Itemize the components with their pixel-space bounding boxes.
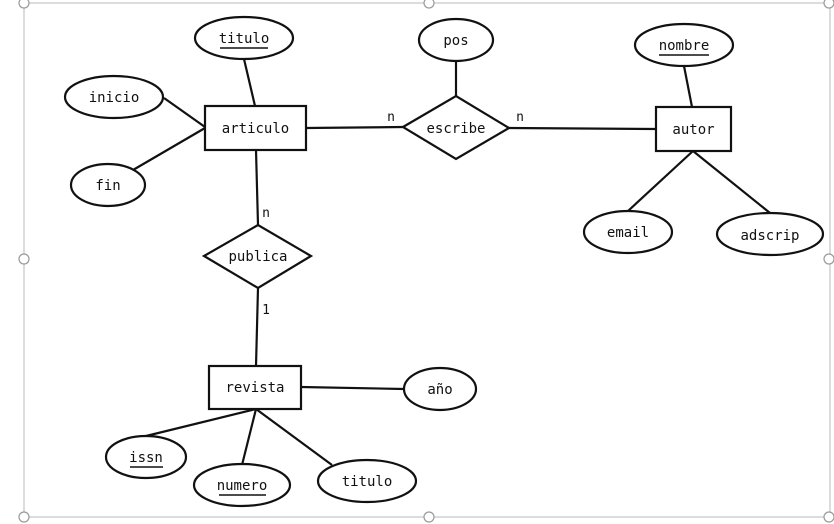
attribute-escribe-pos-label: pos [443, 33, 468, 49]
attribute-articulo-fin-label: fin [95, 178, 120, 194]
connectors [132, 58, 771, 466]
cardinality-escribe-autor: n [516, 110, 524, 125]
cardinality-articulo-escribe: n [387, 110, 395, 125]
attribute-autor-adscrip-label: adscrip [740, 228, 799, 244]
edge-revista-issn [145, 407, 257, 438]
edge-revista-anio [300, 385, 405, 391]
attribute-articulo-inicio[interactable]: inicio [63, 74, 165, 120]
resize-handle-bottom-middle[interactable] [423, 511, 435, 523]
edge-articulo-publica [254, 149, 260, 226]
attribute-revista-issn[interactable]: issn [104, 434, 188, 480]
edge-articulo-escribe [305, 125, 404, 130]
attribute-articulo-titulo[interactable]: titulo [193, 15, 295, 61]
attribute-escribe-pos[interactable]: pos [417, 17, 495, 63]
edge-autor-nombre [682, 65, 694, 108]
attribute-autor-nombre-label: nombre [659, 38, 710, 54]
cardinality-publica-revista: 1 [262, 303, 270, 318]
attribute-autor-nombre[interactable]: nombre [633, 22, 735, 68]
relationship-publica-label: publica [228, 249, 287, 265]
edge-escribe-autor [508, 126, 657, 131]
resize-handle-bottom-right[interactable] [823, 511, 834, 523]
resize-handle-top-left[interactable] [18, 0, 30, 9]
attribute-revista-numero-label: numero [217, 478, 268, 494]
attribute-articulo-titulo-label: titulo [219, 31, 270, 47]
edge-autor-email [627, 150, 694, 212]
attribute-autor-email-label: email [607, 225, 649, 241]
edge-articulo-titulo [242, 58, 257, 107]
relationship-publica[interactable]: publica [201, 223, 314, 290]
attribute-revista-titulo-label: titulo [342, 474, 393, 490]
entity-articulo[interactable]: articulo [203, 104, 308, 152]
resize-handle-middle-left[interactable] [18, 253, 30, 265]
edge-articulo-fin [132, 127, 206, 171]
attribute-revista-anio-label: año [427, 382, 452, 398]
entity-autor[interactable]: autor [654, 105, 733, 153]
entity-revista[interactable]: revista [207, 364, 303, 411]
selection-handles[interactable] [18, 0, 834, 523]
edge-publica-revista [254, 287, 260, 367]
attribute-revista-issn-label: issn [129, 450, 163, 466]
attribute-autor-adscrip[interactable]: adscrip [715, 211, 825, 257]
attribute-autor-email[interactable]: email [582, 209, 674, 255]
attribute-revista-numero[interactable]: numero [192, 462, 292, 508]
relationship-escribe-label: escribe [426, 121, 485, 137]
attribute-articulo-fin[interactable]: fin [69, 162, 147, 208]
resize-handle-top-right[interactable] [823, 0, 834, 9]
resize-handle-bottom-left[interactable] [18, 511, 30, 523]
resize-handle-middle-right[interactable] [823, 253, 834, 265]
entity-articulo-label: articulo [222, 121, 289, 137]
relationship-escribe[interactable]: escribe [400, 94, 512, 161]
attribute-revista-titulo[interactable]: titulo [316, 458, 418, 504]
edge-articulo-inicio [163, 97, 206, 128]
entity-autor-label: autor [672, 122, 714, 138]
edge-revista-titulo [255, 408, 333, 466]
attribute-revista-anio[interactable]: año [402, 366, 478, 412]
edge-revista-numero [240, 408, 258, 466]
edge-autor-adscrip [692, 150, 771, 214]
resize-handle-top-middle[interactable] [423, 0, 435, 9]
entity-revista-label: revista [225, 380, 284, 396]
cardinality-articulo-publica: n [262, 206, 270, 221]
attribute-articulo-inicio-label: inicio [89, 90, 140, 106]
